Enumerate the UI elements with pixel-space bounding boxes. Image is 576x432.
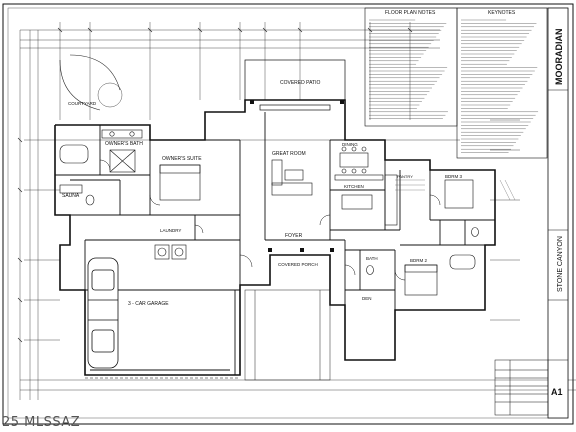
sheet-number: A1 bbox=[551, 387, 563, 397]
title-project: STONE CANYON bbox=[557, 236, 564, 292]
revision-table bbox=[494, 359, 549, 416]
label-bedroom-2: BDRM 2 bbox=[410, 258, 427, 263]
label-garage: 3 - CAR GARAGE bbox=[128, 301, 169, 307]
fixtures bbox=[59, 129, 479, 296]
label-foyer: FOYER bbox=[285, 233, 303, 239]
label-pantry: PANTRY bbox=[397, 174, 413, 179]
label-bedroom-3: BDRM 3 bbox=[445, 174, 462, 179]
label-great-room: GREAT ROOM bbox=[272, 151, 306, 157]
car-icon bbox=[87, 257, 119, 369]
floor-plan-notes-header: FLOOR PLAN NOTES bbox=[385, 10, 436, 16]
notes-panel: FLOOR PLAN NOTES KEYNOTES bbox=[364, 7, 548, 159]
label-owners-bath: OWNER'S BATH bbox=[105, 141, 143, 147]
watermark: 25 MLSSAZ bbox=[2, 415, 81, 430]
keynotes-header: KEYNOTES bbox=[488, 10, 516, 16]
label-dining: DINING bbox=[342, 142, 358, 147]
interior-walls bbox=[55, 112, 495, 310]
label-den: DEN bbox=[362, 296, 372, 301]
sheet-border bbox=[2, 3, 574, 425]
label-kitchen: KITCHEN bbox=[344, 184, 364, 189]
label-covered-porch: COVERED PORCH bbox=[278, 262, 318, 267]
title-brand: MOORADIAN bbox=[554, 29, 564, 86]
door-swings bbox=[99, 159, 441, 281]
label-owners-suite: OWNER'S SUITE bbox=[162, 156, 202, 162]
porch-columns bbox=[250, 100, 344, 252]
label-courtyard: COURTYARD bbox=[68, 101, 97, 106]
label-sauna: SAUNA bbox=[62, 193, 80, 199]
label-laundry: LAUNDRY bbox=[160, 228, 181, 233]
title-block: MOORADIAN STONE CANYON A1 bbox=[547, 7, 569, 419]
label-covered-patio: COVERED PATIO bbox=[280, 80, 320, 86]
room-labels: OWNER'S BATH OWNER'S SUITE SAUNA GREAT R… bbox=[62, 80, 462, 307]
label-bath: BATH bbox=[366, 256, 378, 261]
courtyard bbox=[244, 289, 331, 381]
covered-patio bbox=[244, 59, 346, 111]
dimension-lines bbox=[19, 22, 576, 400]
